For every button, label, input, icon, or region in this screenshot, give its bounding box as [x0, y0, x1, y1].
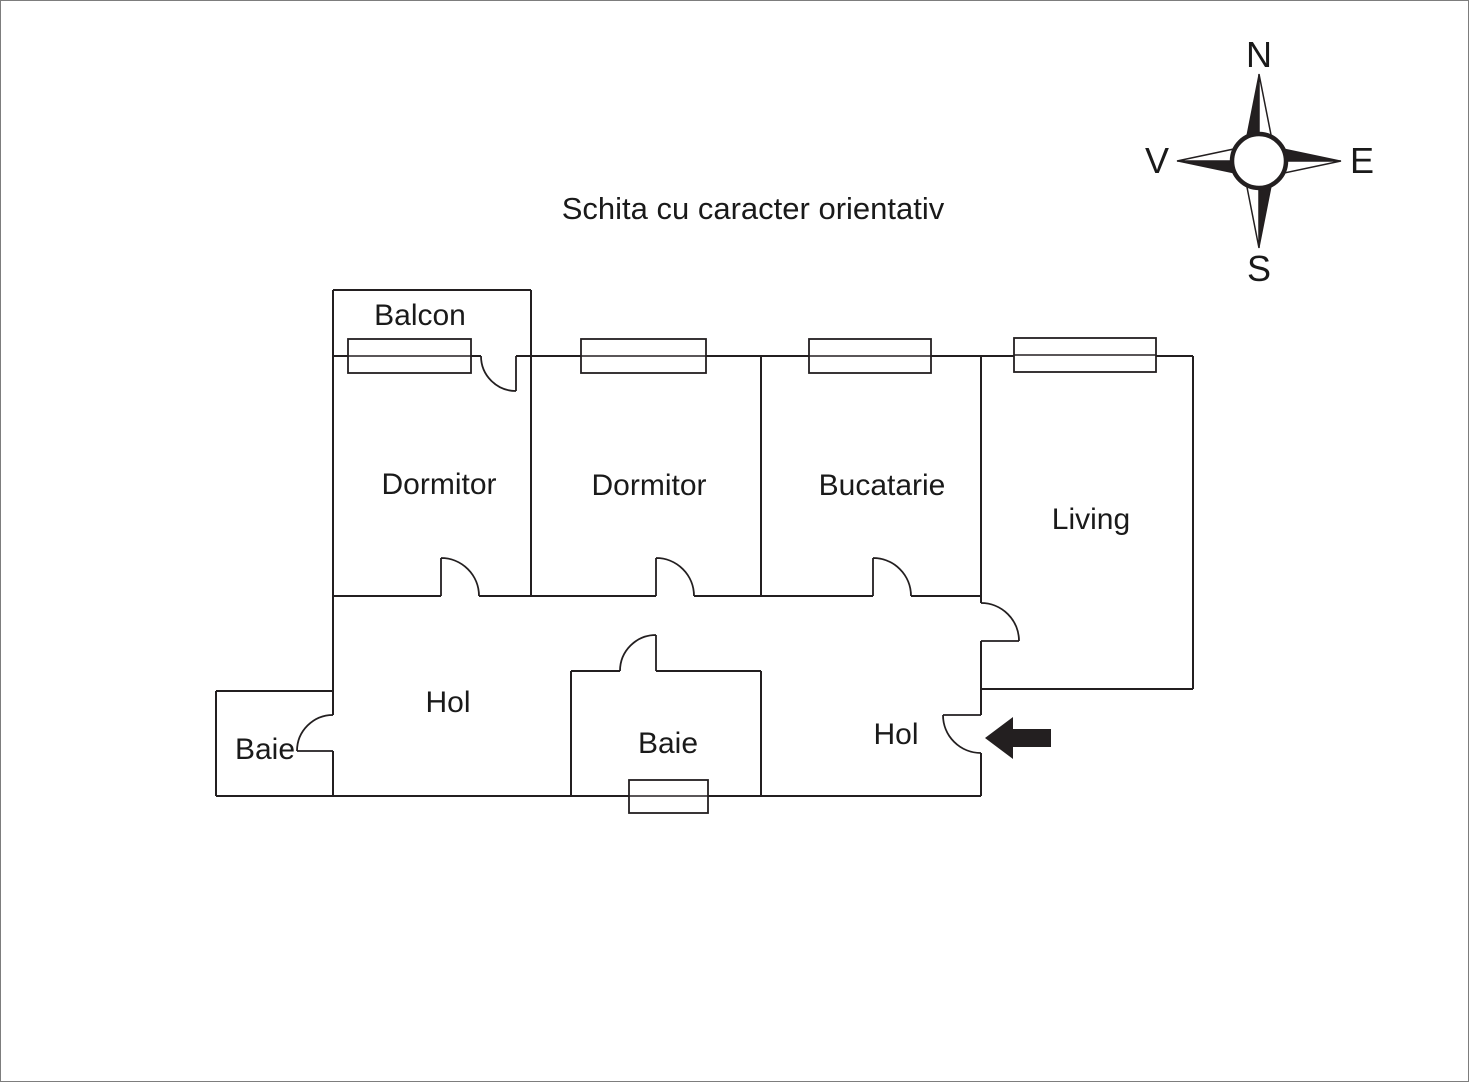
room-label-balcon: Balcon: [374, 299, 466, 332]
room-label-living: Living: [1052, 503, 1130, 536]
room-label-hol-entry: Hol: [873, 718, 918, 751]
door-baie-left: [296, 714, 334, 752]
compass-rose: N E S V: [1145, 34, 1374, 289]
door-dormitor-1: [440, 557, 480, 597]
compass-south-label: S: [1247, 248, 1271, 289]
compass-center-circle: [1229, 131, 1289, 191]
door-dormitor-2: [655, 557, 695, 597]
room-labels: Balcon Dormitor Dormitor Bucatarie Livin…: [235, 299, 1130, 766]
room-label-baie-left: Baie: [235, 733, 295, 766]
entrance-arrow-icon: [985, 717, 1051, 759]
window-baie-middle: [628, 779, 709, 814]
room-label-bucatarie: Bucatarie: [819, 469, 946, 502]
window-bucatarie: [808, 338, 932, 374]
room-label-baie-middle: Baie: [638, 727, 698, 760]
compass-north-label: N: [1246, 34, 1272, 75]
room-label-hol-main: Hol: [425, 686, 470, 719]
window-living: [1013, 337, 1157, 373]
door-balcon: [480, 355, 517, 392]
compass-east-label: E: [1350, 140, 1374, 181]
door-bucatarie: [872, 557, 912, 597]
page-title: Schita cu caracter orientativ: [562, 191, 945, 226]
doors: [296, 355, 1020, 754]
compass-west-label: V: [1145, 140, 1169, 181]
window-balcon: [347, 338, 472, 374]
window-dormitor-2: [580, 338, 707, 374]
door-baie-middle: [619, 634, 657, 672]
door-living: [980, 602, 1020, 642]
room-label-dormitor-1: Dormitor: [381, 468, 496, 501]
windows: [347, 337, 1157, 814]
room-label-dormitor-2: Dormitor: [591, 469, 706, 502]
door-entrance: [942, 714, 982, 754]
